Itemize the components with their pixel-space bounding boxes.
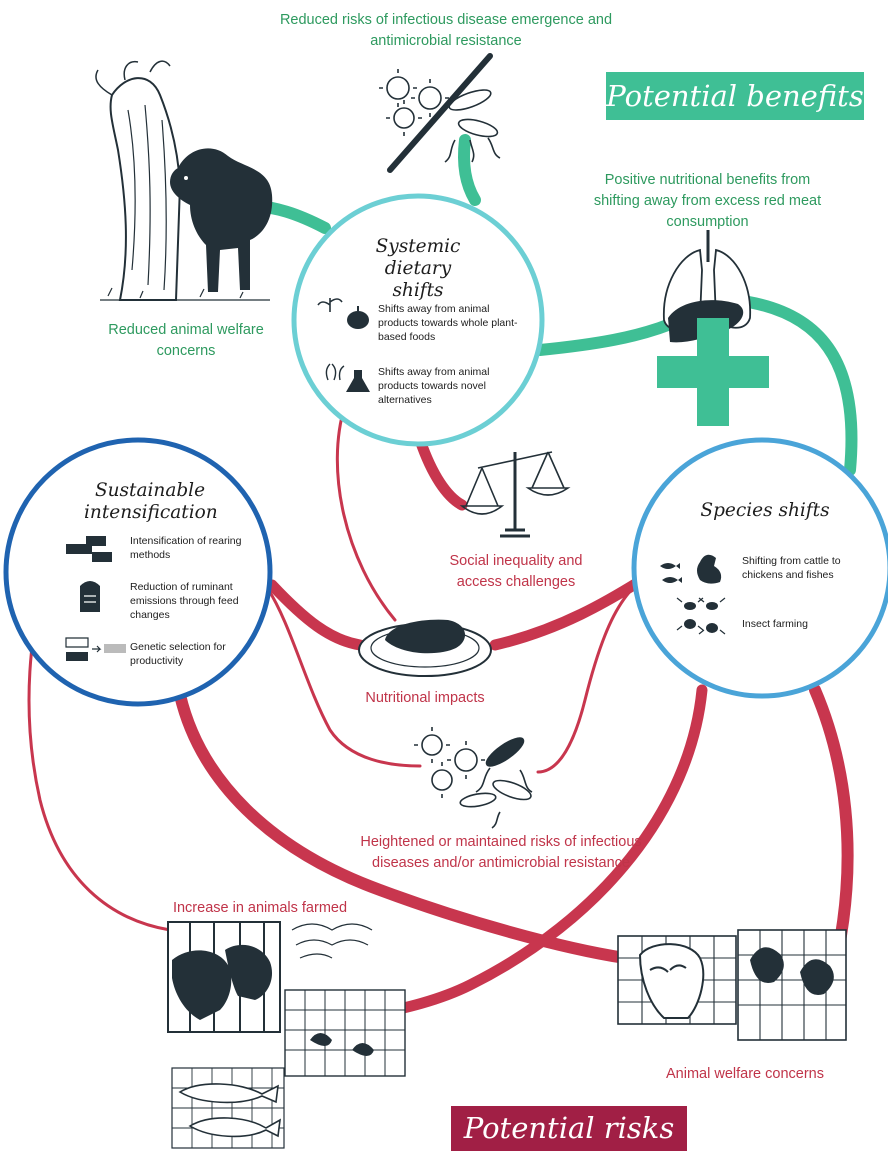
risk-nutritional-label: Nutritional impacts — [365, 690, 485, 706]
systemic-item-novel-alternatives-text: Shifts away from animal products towards… — [378, 366, 490, 406]
feed-silo-icon — [80, 581, 100, 612]
sustainable-item-genetic: Genetic selection for productivity — [72, 640, 242, 674]
risk-increase-label: Increase in animals farmed — [172, 900, 348, 916]
algae-flask-icon — [325, 363, 370, 392]
connector-systemic-to-infectious-benefit — [458, 134, 481, 206]
risk-welfare-label: Animal welfare concerns — [666, 1066, 824, 1082]
caged-chickens — [750, 947, 834, 996]
risk-infectious-label: Heightened or maintained risks of infect… — [360, 834, 642, 871]
species-item-insect-farming-text: Insect farming — [742, 618, 808, 630]
sustainable-item-genetic-text: Genetic selection for productivity — [130, 641, 226, 667]
cow-body-dark — [170, 148, 273, 292]
fish-chicken-icon — [660, 554, 722, 584]
systemic-item-novel-alternatives: Shifts away from animal products towards… — [320, 365, 520, 407]
increase-animals-illustration — [167, 921, 406, 1149]
connector-species-to-increase — [374, 684, 708, 1018]
sustainable-title: Sustainable intensification — [84, 480, 218, 523]
pathogens-risk-illustration — [414, 727, 533, 829]
benefit-nutrition-label: Positive nutritional benefits from shift… — [593, 172, 822, 230]
risk-social-label: Social inequality and access challenges — [449, 553, 583, 590]
tree-branches — [95, 60, 171, 96]
benefit-infectious-label: Reduced risks of infectious disease emer… — [279, 12, 613, 49]
connector-nutrition-to-species — [729, 294, 858, 476]
insects-icon — [676, 597, 726, 635]
cow-eye — [184, 176, 188, 180]
cow-tree-illustration — [95, 60, 273, 301]
connector-systemic-to-plate — [335, 403, 397, 622]
welfare-cages-illustration — [617, 929, 847, 1041]
connector-systemic-to-scales — [414, 434, 468, 511]
sustainable-item-rearing-text: Intensification of rearing methods — [130, 535, 242, 561]
connector-systemic-to-nutrition — [534, 314, 686, 356]
virus-cluster-top — [379, 69, 449, 136]
plant-pumpkin-icon — [317, 298, 369, 329]
cross-out-stroke — [387, 53, 493, 173]
connector-sustainable-to-plate — [266, 579, 366, 651]
systemic-item-whole-foods-text: Shifts away from animal products towards… — [378, 303, 518, 343]
bacteria-top — [444, 89, 501, 163]
species-item-cattle-to-chickens-text: Shifting from cattle to chickens and fis… — [742, 555, 841, 581]
crossed-pathogens-illustration — [379, 53, 501, 173]
systemic-title: Systemic dietary shifts — [375, 236, 461, 301]
shrimp-sketch — [291, 923, 373, 959]
cattle-heads-dark — [172, 944, 273, 1020]
fish-shapes — [178, 1083, 281, 1138]
livestock-icon — [66, 536, 112, 562]
genetic-selection-icon — [65, 637, 126, 661]
caged-cow-head — [638, 943, 705, 1019]
species-title: Species shifts — [700, 500, 830, 521]
ground-grass — [100, 287, 270, 301]
connector-species-to-welfare — [809, 684, 854, 958]
species-item-insect-farming: Insect farming — [684, 617, 864, 651]
chickens-dark — [310, 1033, 374, 1056]
potential-risks-banner: Potential risks — [451, 1106, 687, 1151]
sustainable-item-feed-text: Reduction of ruminant emissions through … — [130, 581, 239, 621]
benefit-welfare-label: Reduced animal welfare concerns — [108, 322, 264, 359]
benefit-connectors — [234, 134, 858, 476]
sustainable-item-rearing: Intensification of rearing methods — [72, 534, 242, 568]
species-ring — [631, 437, 888, 699]
systemic-item-whole-foods: Shifts away from animal products towards… — [320, 302, 520, 344]
tree-bark-lines — [127, 104, 167, 291]
plate-steak-illustration — [358, 619, 492, 677]
organs-health-illustration — [657, 230, 769, 426]
scales-illustration — [459, 451, 571, 538]
connector-plate-to-species — [489, 572, 651, 651]
species-item-cattle-to-chickens: Shifting from cattle to chickens and fis… — [684, 554, 864, 588]
health-cross — [657, 318, 769, 426]
potential-benefits-banner: Potential benefits — [606, 72, 864, 120]
connector-sustainable-to-welfare — [174, 689, 631, 964]
sustainable-item-feed: Reduction of ruminant emissions through … — [72, 580, 242, 622]
